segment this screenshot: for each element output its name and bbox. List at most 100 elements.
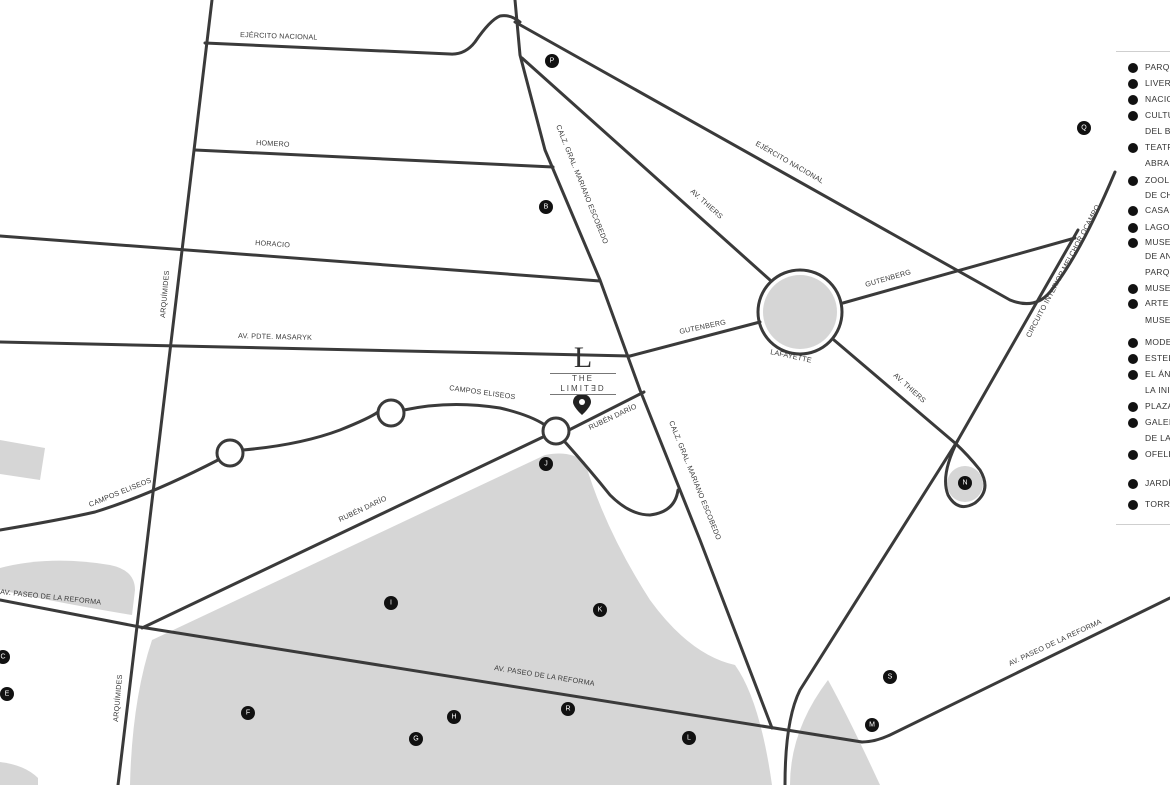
legend-item: PARQ <box>1145 62 1170 72</box>
road-ruben-dario-curve <box>563 440 680 517</box>
legend-item: MUSE <box>1145 283 1170 293</box>
road-thiers-bottom <box>832 338 987 509</box>
pin-e[interactable]: E <box>0 687 14 701</box>
legend-item: OFELI <box>1145 449 1170 459</box>
pin-letter: C <box>0 654 5 661</box>
location-marker-icon[interactable] <box>573 394 591 415</box>
pin-dot[interactable] <box>409 732 423 746</box>
pin-dot[interactable] <box>883 670 897 684</box>
legend-marker-icon <box>1128 284 1138 294</box>
label-reforma-right: AV. PASEO DE LA REFORMA <box>1007 617 1103 668</box>
pin-h[interactable]: H <box>447 710 461 724</box>
glorieta-lafayette-fill <box>763 275 837 349</box>
pin-dot[interactable] <box>865 718 879 732</box>
pin-dot[interactable] <box>682 731 696 745</box>
label-arquimides-bottom: ARQUÍMIDES <box>111 674 124 722</box>
park-chapultepec <box>130 453 772 785</box>
legend-marker-icon <box>1128 206 1138 216</box>
legend-marker-icon <box>1128 370 1138 380</box>
pin-l[interactable]: L <box>682 731 696 745</box>
label-homero: HOMERO <box>256 138 290 149</box>
pin-r[interactable]: R <box>561 702 575 716</box>
pin-f[interactable]: F <box>241 706 255 720</box>
legend-item: MUSE <box>1145 237 1170 247</box>
park-left-strip <box>0 440 45 480</box>
pin-letter: M <box>869 722 875 729</box>
legend-item: LA INI <box>1145 385 1170 395</box>
glorieta-lafayette <box>756 268 844 356</box>
pin-m[interactable]: M <box>865 718 879 732</box>
pin-j[interactable]: J <box>539 457 553 471</box>
legend-item: CASA <box>1145 205 1170 215</box>
label-campos-eliseos-top: CAMPOS ELISEOS <box>449 383 516 401</box>
legend-item: LAGO <box>1145 222 1170 232</box>
glorieta-campos-2 <box>376 398 406 428</box>
brand-logo-mark: L <box>573 341 593 374</box>
pin-dot[interactable] <box>241 706 255 720</box>
legend-item: ZOOL <box>1145 175 1170 185</box>
legend-item: MUSE <box>1145 315 1170 325</box>
legend-item: DE CH <box>1145 190 1170 200</box>
legend-item: DE LA <box>1145 433 1170 443</box>
pin-g[interactable]: G <box>409 732 423 746</box>
pin-q[interactable]: Q <box>1077 121 1091 135</box>
label-arquimides-top: ARQUÍMIDES <box>158 270 171 318</box>
pin-letter: B <box>544 204 549 211</box>
legend-marker-icon <box>1128 95 1138 105</box>
pin-k[interactable]: K <box>593 603 607 617</box>
legend-item: DEL B <box>1145 126 1170 136</box>
legend-item: DE AN <box>1145 251 1170 261</box>
road-thiers-top <box>520 56 772 282</box>
pin-dot[interactable] <box>447 710 461 724</box>
legend-marker-icon <box>1128 63 1138 73</box>
legend-marker-icon <box>1128 354 1138 364</box>
road-gutenberg-right <box>841 236 1077 305</box>
road-masaryk <box>0 340 632 358</box>
pin-dot[interactable] <box>593 603 607 617</box>
pin-letter: I <box>390 600 392 607</box>
pin-n[interactable]: N <box>958 476 972 490</box>
pin-dot[interactable] <box>539 457 553 471</box>
legend-marker-icon <box>1128 500 1138 510</box>
pin-dot[interactable] <box>958 476 972 490</box>
legend-item: EL ÁN <box>1145 369 1170 379</box>
pin-dot[interactable] <box>384 596 398 610</box>
road-gutenberg-left <box>628 320 762 358</box>
legend-item: PLAZA <box>1145 401 1170 411</box>
label-ruben-dario-left: RUBÉN DARÍO <box>337 494 388 524</box>
road-homero <box>193 148 555 169</box>
pin-dot[interactable] <box>0 650 10 664</box>
label-ejercito-top: EJÉRCITO NACIONAL <box>240 30 318 42</box>
pin-p[interactable]: P <box>545 54 559 68</box>
pin-dot[interactable] <box>561 702 575 716</box>
pin-letter: P <box>550 58 555 65</box>
pin-dot[interactable] <box>539 200 553 214</box>
pin-s[interactable]: S <box>883 670 897 684</box>
legend-item: NACIO <box>1145 94 1170 104</box>
label-thiers-bottom: AV. THIERS <box>892 371 928 405</box>
legend-marker-icon <box>1128 338 1138 348</box>
pin-letter: Q <box>1081 125 1087 132</box>
road-campos-eliseos <box>0 402 547 532</box>
legend-marker-icon <box>1128 176 1138 186</box>
map-pins[interactable]: P Q B J N I K C E F H G R L S M <box>0 54 1091 746</box>
legend-marker-icon <box>1128 223 1138 233</box>
pin-letter: N <box>962 480 967 487</box>
label-horacio: HORACIO <box>255 238 291 249</box>
pin-dot[interactable] <box>545 54 559 68</box>
pin-i[interactable]: I <box>384 596 398 610</box>
pin-letter: L <box>687 735 691 742</box>
legend-item: CULTU <box>1145 110 1170 120</box>
legend-marker-icon <box>1128 143 1138 153</box>
pin-b[interactable]: B <box>539 200 553 214</box>
pin-dot[interactable] <box>0 687 14 701</box>
glorieta-campos-1 <box>215 438 245 468</box>
road-reforma-west <box>0 598 864 744</box>
pin-dot[interactable] <box>1077 121 1091 135</box>
legend-marker-icon <box>1128 238 1138 248</box>
pin-c[interactable]: C <box>0 650 10 664</box>
brand-logo: L THE LIMIT∃D <box>548 343 618 395</box>
legend-item: TEATR <box>1145 142 1170 152</box>
pin-letter: J <box>544 461 548 468</box>
